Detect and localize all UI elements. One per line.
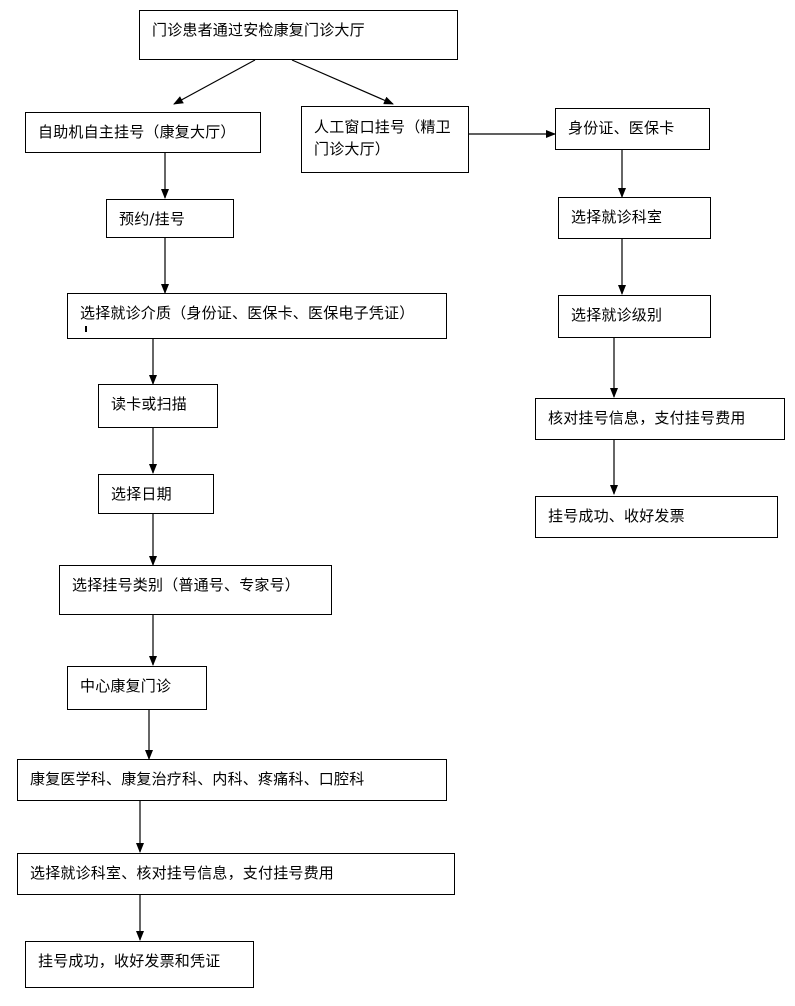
manual-window-step-4: 核对挂号信息，支付挂号费用 — [535, 398, 785, 440]
start-node: 门诊患者通过安检康复门诊大厅 — [139, 10, 458, 60]
self-service-step-1: 自助机自主挂号（康复大厅） — [25, 112, 261, 153]
arrow-start-to-self-service — [173, 59, 256, 105]
self-service-step-7: 中心康复门诊 — [67, 666, 207, 710]
self-service-step-10: 挂号成功，收好发票和凭证 — [25, 941, 254, 988]
manual-window-entry: 人工窗口挂号（精卫门诊大厅） — [301, 106, 469, 173]
self-service-step-3: 选择就诊介质（身份证、医保卡、医保电子凭证） — [67, 293, 447, 339]
manual-window-step-5: 挂号成功、收好发票 — [535, 496, 778, 538]
self-service-step-2: 预约/挂号 — [106, 199, 234, 238]
manual-window-step-3: 选择就诊级别 — [558, 295, 711, 338]
small-tick-mark — [85, 326, 87, 332]
manual-window-step-1: 身份证、医保卡 — [555, 108, 710, 150]
self-service-step-4: 读卡或扫描 — [98, 384, 218, 428]
arrow-start-to-manual-window — [291, 59, 394, 105]
self-service-step-9: 选择就诊科室、核对挂号信息，支付挂号费用 — [17, 853, 455, 895]
self-service-step-5: 选择日期 — [98, 474, 214, 514]
self-service-step-8: 康复医学科、康复治疗科、内科、疼痛科、口腔科 — [17, 759, 447, 801]
manual-window-step-2: 选择就诊科室 — [558, 197, 711, 239]
self-service-step-6: 选择挂号类别（普通号、专家号） — [59, 565, 332, 615]
